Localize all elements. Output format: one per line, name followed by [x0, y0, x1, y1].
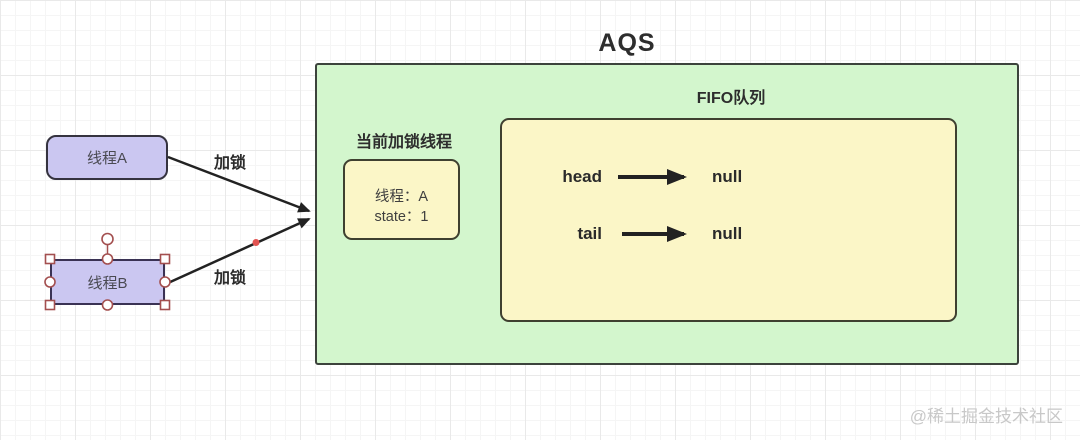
- watermark: @稀土掘金技术社区: [909, 407, 1063, 426]
- thread-a-box[interactable]: 线程A: [46, 135, 168, 180]
- fifo-queue-label[interactable]: FIFO队列: [696, 90, 766, 107]
- current-thread-heading[interactable]: 当前加锁线程: [355, 134, 452, 151]
- lock-edge-a-label[interactable]: 加锁: [213, 155, 246, 172]
- fifo-queue-box[interactable]: [500, 118, 957, 322]
- diagram-title[interactable]: AQS: [598, 29, 656, 57]
- queue-tail-label: tail: [577, 224, 602, 243]
- edge-waypoint-dot[interactable]: [252, 239, 260, 246]
- queue-head-value: null: [712, 167, 743, 186]
- thread-b-box[interactable]: 线程B: [50, 259, 165, 305]
- thread-a-label: 线程A: [86, 150, 127, 167]
- lock-edge-b-label[interactable]: 加锁: [213, 270, 246, 287]
- thread-b-label: 线程B: [87, 274, 128, 292]
- rotation-handle[interactable]: [101, 232, 114, 246]
- queue-tail-value: null: [712, 224, 743, 243]
- queue-head-label: head: [562, 167, 602, 186]
- current-thread-line: 线程：A: [374, 189, 429, 205]
- current-thread-state-box[interactable]: 线程：A state：1: [343, 159, 460, 240]
- current-state-line: state：1: [374, 209, 429, 225]
